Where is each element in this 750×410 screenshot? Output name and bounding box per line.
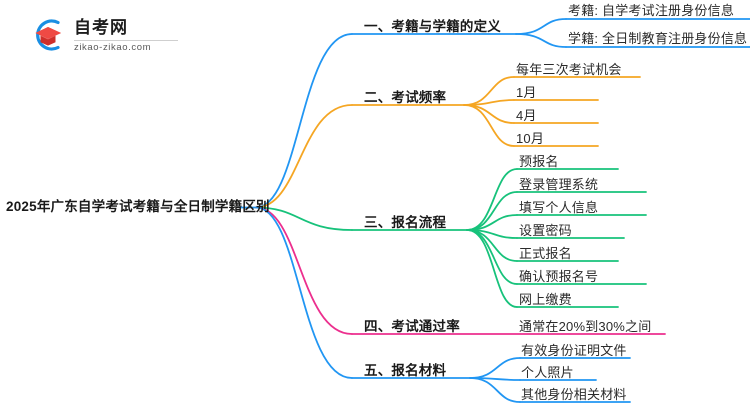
logo-divider	[74, 39, 178, 41]
leaf-node-5-3[interactable]: 其他身份相关材料	[521, 387, 627, 402]
logo-text: 自考网 zikao-zikao.com	[74, 18, 178, 53]
leaf-node-2-1[interactable]: 每年三次考试机会	[516, 62, 622, 77]
branch-node-2[interactable]: 二、考试频率	[364, 90, 447, 105]
leaf-node-3-5[interactable]: 正式报名	[519, 246, 572, 261]
mindmap-root-node[interactable]: 2025年广东自学考试考籍与全日制学籍区别	[6, 199, 270, 214]
branch-node-5[interactable]: 五、报名材料	[364, 363, 447, 378]
leaf-node-2-3[interactable]: 4月	[516, 108, 537, 123]
branch-node-4[interactable]: 四、考试通过率	[364, 319, 460, 334]
leaf-node-2-2[interactable]: 1月	[516, 85, 537, 100]
leaf-node-3-7[interactable]: 网上缴费	[519, 292, 572, 307]
branch-node-1[interactable]: 一、考籍与学籍的定义	[364, 19, 501, 34]
leaf-node-3-1[interactable]: 预报名	[519, 154, 559, 169]
leaf-node-3-3[interactable]: 填写个人信息	[519, 200, 599, 215]
branch-node-3[interactable]: 三、报名流程	[364, 215, 447, 230]
graduation-cap-icon	[28, 15, 68, 55]
leaf-node-2-4[interactable]: 10月	[516, 131, 545, 146]
leaf-node-5-2[interactable]: 个人照片	[521, 365, 574, 380]
leaf-node-3-4[interactable]: 设置密码	[519, 223, 572, 238]
leaf-node-3-2[interactable]: 登录管理系统	[519, 177, 599, 192]
site-logo: 自考网 zikao-zikao.com	[28, 13, 188, 57]
leaf-node-4-1[interactable]: 通常在20%到30%之间	[519, 319, 652, 334]
leaf-node-1-2[interactable]: 学籍: 全日制教育注册身份信息	[568, 31, 748, 46]
leaf-node-1-1[interactable]: 考籍: 自学考试注册身份信息	[568, 3, 735, 18]
logo-name-cn: 自考网	[74, 17, 128, 37]
leaf-node-3-6[interactable]: 确认预报名号	[519, 269, 599, 284]
logo-name-en: zikao-zikao.com	[74, 41, 152, 53]
leaf-node-5-1[interactable]: 有效身份证明文件	[521, 343, 627, 358]
